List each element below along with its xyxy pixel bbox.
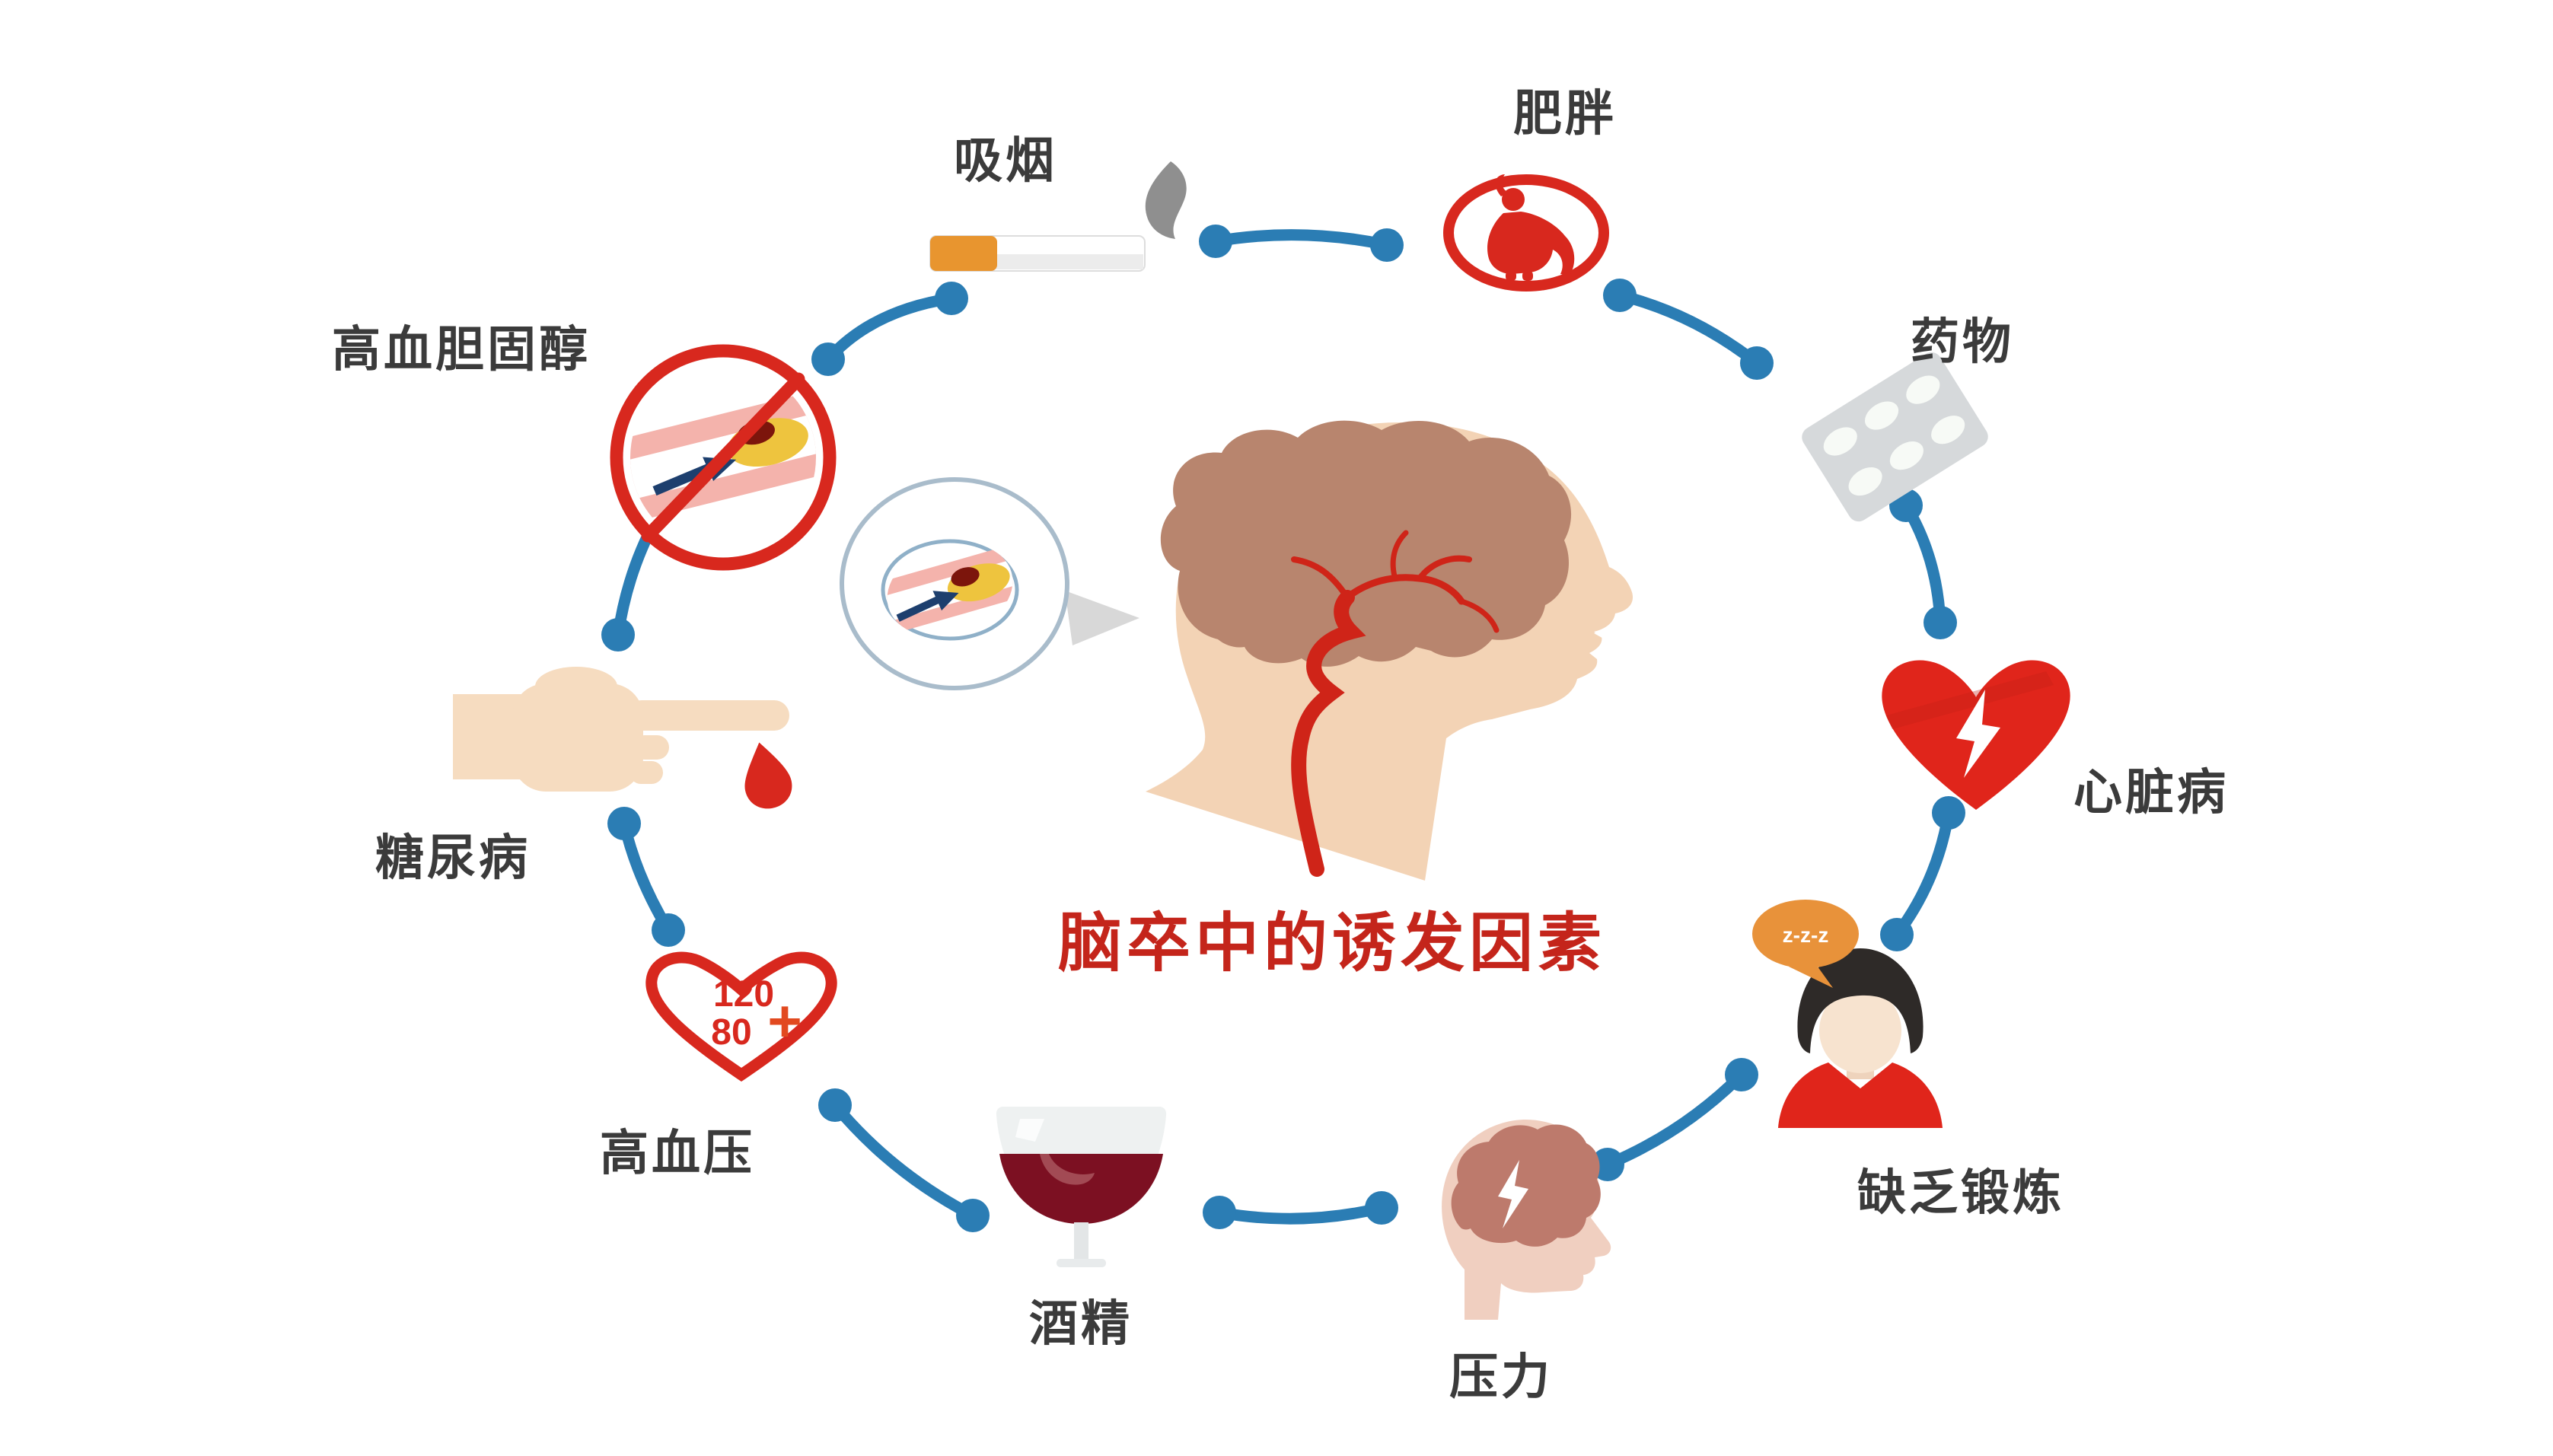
- smoke-wisp: [1145, 161, 1187, 239]
- lightning-bolt-icon: [1956, 690, 2000, 778]
- diastolic-value: 80: [711, 1012, 751, 1053]
- plus-sign: +: [767, 987, 802, 1054]
- connector-dots: [601, 225, 1965, 1232]
- magnified-artery: [875, 546, 1025, 632]
- finger-blood-drop-icon: [453, 667, 792, 809]
- heart-lightning-icon: [1882, 660, 2070, 810]
- label-obesity: 肥胖: [1513, 86, 1617, 141]
- lips: [1594, 626, 1614, 640]
- sleep-bubble-icon: z-z-z: [1752, 900, 1859, 988]
- blood-drop-icon: [744, 742, 792, 809]
- arc-exercise-stress: [1602, 1069, 1748, 1171]
- label-stress: 压力: [1449, 1349, 1553, 1404]
- pill-blister-icon: [1802, 352, 1988, 522]
- wine-glass-icon: [996, 1107, 1167, 1267]
- label-hypertension: 高血压: [600, 1126, 755, 1180]
- head-profile-illustration: [1146, 420, 1633, 881]
- label-heart-disease: 心脏病: [2073, 765, 2229, 820]
- label-diabetes: 糖尿病: [375, 830, 531, 885]
- arc-drugs-heart: [1900, 499, 1946, 629]
- cigarette-icon: [929, 161, 1187, 272]
- arc-alcohol-hypertension: [829, 1099, 979, 1222]
- arc-obesity-drugs: [1614, 289, 1763, 369]
- brain: [1160, 420, 1572, 667]
- label-drugs: 药物: [1911, 314, 2014, 369]
- obese-person-icon: [1443, 174, 1609, 292]
- stressed-brain-head-icon: [1442, 1119, 1611, 1320]
- systolic-value: 120: [713, 974, 774, 1015]
- stress-bolt-icon: [1498, 1160, 1528, 1228]
- arc-hypertension-diabetes: [618, 817, 674, 936]
- label-high-cholesterol: 高血胆固醇: [332, 322, 591, 377]
- page-title: 脑卒中的诱发因素: [1058, 907, 1607, 979]
- arc-stress-alcohol: [1213, 1202, 1388, 1225]
- arc-heart-exercise: [1891, 807, 1955, 941]
- label-lack-of-exercise: 缺乏锻炼: [1857, 1165, 2064, 1220]
- label-smoking: 吸烟: [954, 133, 1057, 188]
- arc-smoking-obesity: [1210, 229, 1393, 251]
- sedentary-person-icon: [1778, 948, 1943, 1128]
- arc-cholesterol-smoking: [822, 292, 958, 365]
- magnifier-pointer: [1065, 591, 1139, 645]
- bubble-text: z-z-z: [1783, 923, 1829, 947]
- artery-magnifier: [840, 477, 1139, 690]
- blood-pressure-heart-icon: 120 80 +: [645, 951, 837, 1082]
- brain-artery: [1291, 530, 1500, 877]
- clogged-artery-no-icon: [610, 344, 837, 571]
- label-alcohol: 酒精: [1029, 1296, 1133, 1351]
